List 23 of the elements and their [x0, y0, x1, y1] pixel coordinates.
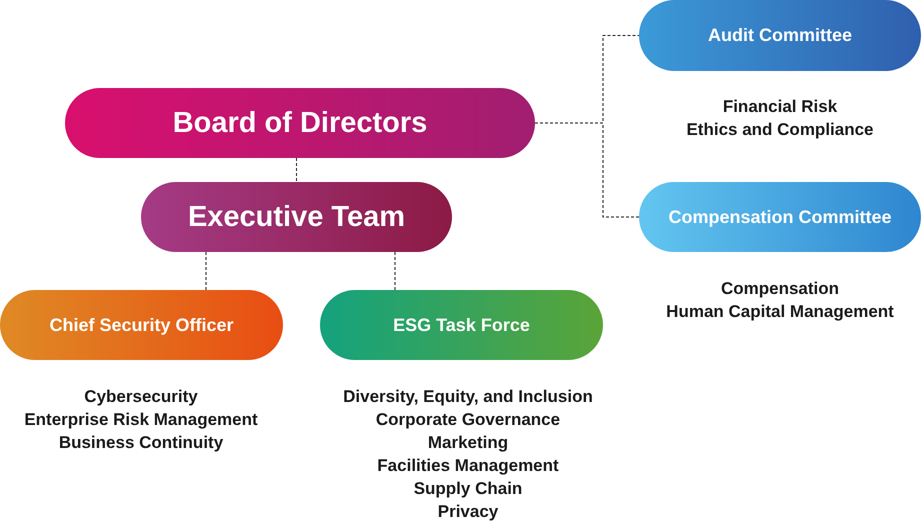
responsibility-item: Financial Risk [722, 96, 838, 118]
node-title: Executive Team [188, 200, 406, 234]
node-title: Board of Directors [172, 106, 428, 140]
responsibility-item: Business Continuity [58, 432, 224, 454]
node-title: Audit Committee [708, 25, 852, 46]
responsibility-item: Human Capital Management [666, 301, 894, 323]
responsibility-item: Marketing [428, 432, 508, 454]
responsibility-item: Cybersecurity [84, 386, 198, 408]
responsibility-item: Privacy [438, 501, 498, 523]
responsibility-item: Diversity, Equity, and Inclusion [343, 386, 593, 408]
connector-line [534, 122, 640, 218]
node-title: ESG Task Force [393, 314, 530, 336]
connector-line [296, 158, 297, 182]
responsibility-item: Corporate Governance [376, 409, 560, 431]
responsibility-item: Ethics and Compliance [686, 119, 874, 141]
responsibility-item: Facilities Management [377, 455, 559, 477]
node-title: Chief Security Officer [49, 314, 234, 336]
node-title: Compensation Committee [668, 206, 892, 228]
connector-line [394, 252, 396, 290]
responsibility-item: Compensation [720, 278, 840, 300]
responsibility-item: Enterprise Risk Management [24, 409, 258, 431]
rounded-pill [0, 290, 283, 360]
responsibility-item: Supply Chain [414, 478, 522, 500]
